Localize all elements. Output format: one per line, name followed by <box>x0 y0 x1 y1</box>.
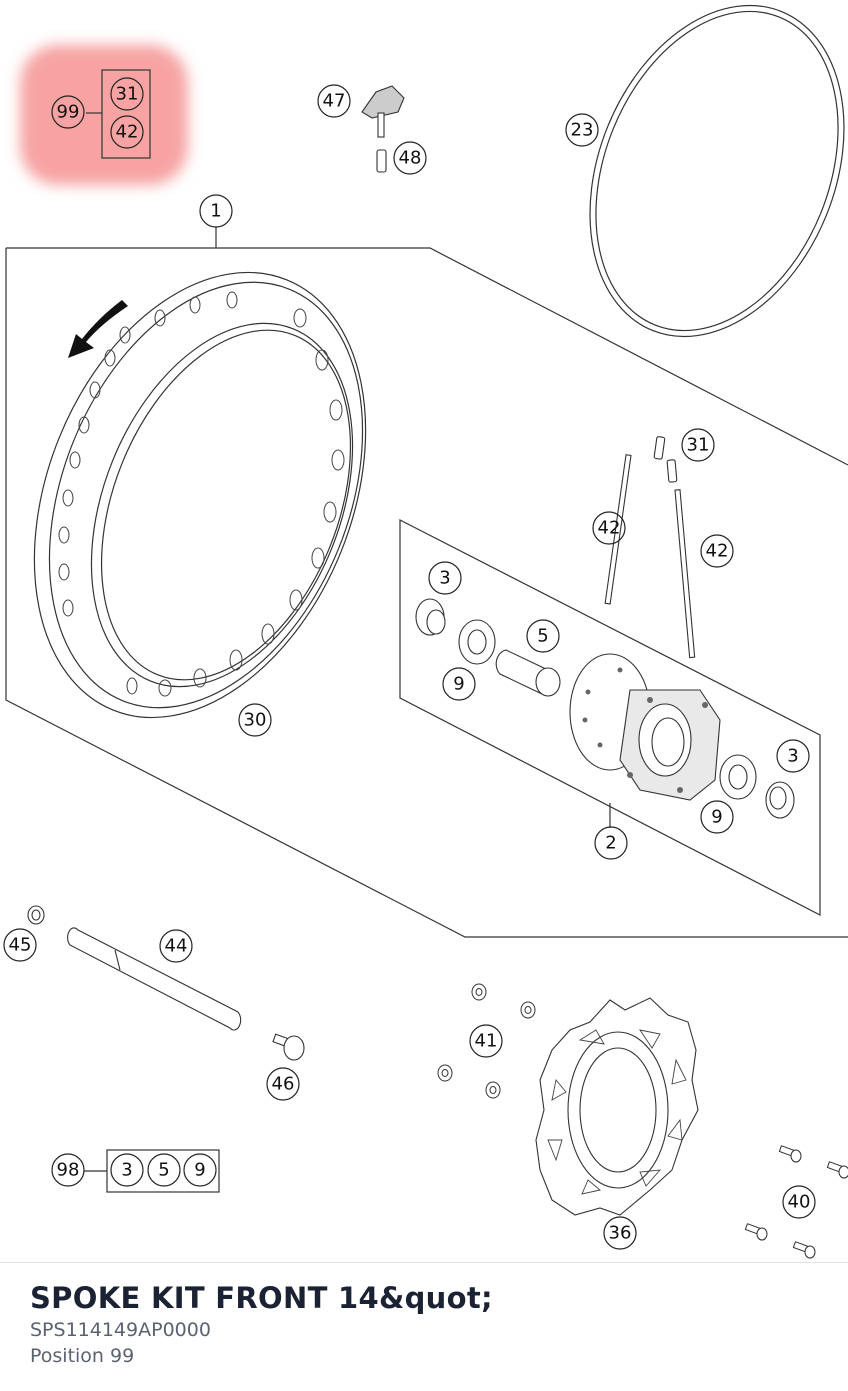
callout-42[interactable]: 42 <box>706 541 729 562</box>
part-number: SPS114149AP0000 <box>30 1319 211 1341</box>
position-99-highlight <box>20 45 188 185</box>
nipple-31-b <box>666 459 678 483</box>
nipple-31-a <box>653 436 666 460</box>
callout-41[interactable]: 41 <box>475 1031 498 1052</box>
callout-98[interactable]: 98 <box>57 1160 80 1181</box>
hub-group-frame <box>399 519 821 916</box>
callout-44[interactable]: 44 <box>165 936 188 957</box>
callout-46[interactable]: 46 <box>272 1074 295 1095</box>
brake-disc-slots <box>547 1029 687 1195</box>
wheel-spindle-44 <box>67 927 242 1031</box>
brake-disc-36 <box>535 997 699 1216</box>
callout-45[interactable]: 45 <box>9 935 32 956</box>
insert-48 <box>376 149 387 173</box>
kit-98-item: 5 <box>158 1160 169 1181</box>
rim-tape-23 <box>589 4 845 338</box>
rim-30 <box>33 271 367 719</box>
wheel-group-frame-bottom <box>5 248 848 938</box>
rotation-arrow <box>68 300 128 358</box>
spoke-42-left <box>604 454 632 605</box>
part-title: SPOKE KIT FRONT 14&quot; <box>30 1281 493 1315</box>
callout-1[interactable]: 1 <box>210 201 221 222</box>
spoke-42-right <box>674 489 696 659</box>
nuts-41 <box>437 983 536 1099</box>
kit-98-item: 3 <box>121 1160 132 1181</box>
callout-31[interactable]: 31 <box>687 435 710 456</box>
rim-spoke-holes <box>58 291 345 697</box>
exploded-parts-diagram: 1 2 3 3 5 9 9 23 30 31 31 36 40 41 42 42… <box>3 4 848 1259</box>
callout-30[interactable]: 30 <box>244 710 267 731</box>
callout-2[interactable]: 2 <box>605 833 616 854</box>
screw-46 <box>283 1035 305 1061</box>
callout-5[interactable]: 5 <box>537 626 548 647</box>
callout-36[interactable]: 36 <box>609 1223 632 1244</box>
callout-23[interactable]: 23 <box>571 120 594 141</box>
part-position: Position 99 <box>30 1345 135 1367</box>
callout-9[interactable]: 9 <box>711 807 722 828</box>
hub-bolt-holes <box>582 667 708 793</box>
callout-47[interactable]: 47 <box>323 91 346 112</box>
kit-99-box <box>101 69 151 159</box>
callout-42[interactable]: 42 <box>116 122 139 143</box>
callout-31[interactable]: 31 <box>116 84 139 105</box>
callout-3[interactable]: 3 <box>439 568 450 589</box>
callout-48[interactable]: 48 <box>399 148 422 169</box>
wheel-group-frame <box>6 247 848 466</box>
callout-40[interactable]: 40 <box>788 1192 811 1213</box>
callout-3[interactable]: 3 <box>787 746 798 767</box>
bolts-40 <box>744 1145 848 1259</box>
part-info-panel: SPOKE KIT FRONT 14&quot; SPS114149AP0000… <box>0 1262 848 1391</box>
callout-42[interactable]: 42 <box>598 518 621 539</box>
kit-98-item: 9 <box>194 1160 205 1181</box>
callout-99[interactable]: 99 <box>57 102 80 123</box>
rim-lock-47 <box>361 85 405 119</box>
callout-9[interactable]: 9 <box>453 674 464 695</box>
